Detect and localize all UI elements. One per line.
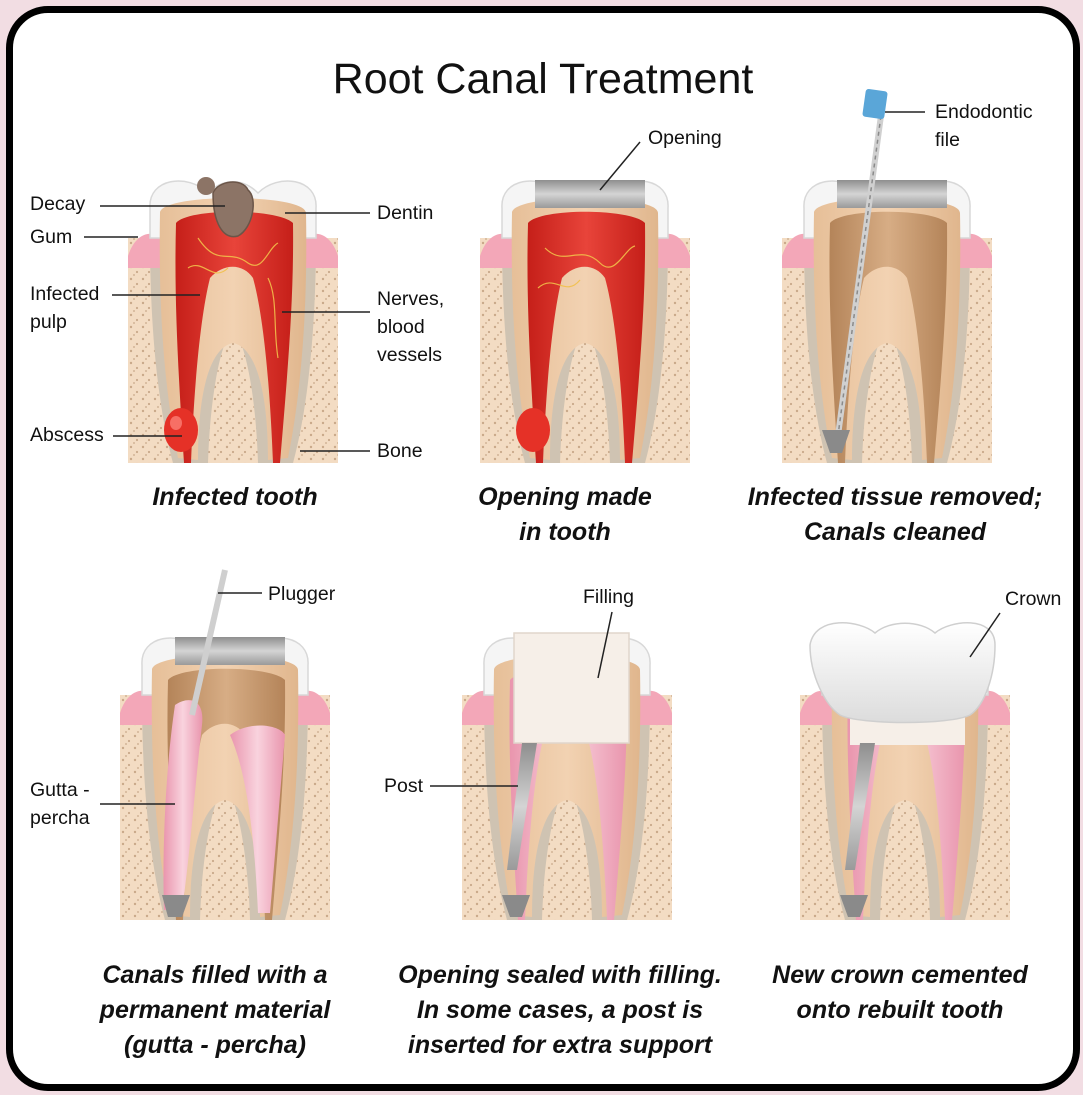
panel-infected-tooth	[128, 177, 338, 463]
label-line: pulp	[30, 308, 99, 336]
caption-opening-sealed: Opening sealed with filling. In some cas…	[380, 958, 740, 1063]
panel-canals-filled	[120, 570, 330, 920]
caption-line: Canals cleaned	[730, 515, 1060, 550]
label-infected-pulp: Infected pulp	[30, 280, 99, 336]
caption-line: (gutta - percha)	[75, 1028, 355, 1063]
label-abscess: Abscess	[30, 421, 104, 449]
caption-line: Canals filled with a	[75, 958, 355, 993]
caption-infected-tooth: Infected tooth	[110, 480, 360, 515]
label-nerves-blood-vessels: Nerves, blood vessels	[377, 285, 444, 369]
label-bone: Bone	[377, 437, 423, 465]
panel-opening-made	[480, 180, 690, 463]
label-line: blood	[377, 313, 444, 341]
caption-line: In some cases, a post is	[380, 993, 740, 1028]
label-line: percha	[30, 804, 90, 832]
label-line: Gutta -	[30, 776, 90, 804]
label-line: Nerves,	[377, 285, 444, 313]
label-filling: Filling	[583, 583, 634, 611]
caption-line: Infected tooth	[110, 480, 360, 515]
label-line: Endodontic	[935, 98, 1033, 126]
label-dentin: Dentin	[377, 199, 433, 227]
label-gutta-percha: Gutta - percha	[30, 776, 90, 832]
caption-line: New crown cemented	[755, 958, 1045, 993]
label-post: Post	[384, 772, 423, 800]
caption-opening-made: Opening made in tooth	[455, 480, 675, 550]
caption-new-crown: New crown cemented onto rebuilt tooth	[755, 958, 1045, 1028]
caption-tissue-removed: Infected tissue removed; Canals cleaned	[730, 480, 1060, 550]
caption-line: Infected tissue removed;	[730, 480, 1060, 515]
caption-canals-filled: Canals filled with a permanent material …	[75, 958, 355, 1063]
caption-line: Opening made	[455, 480, 675, 515]
label-opening: Opening	[648, 124, 722, 152]
label-decay: Decay	[30, 190, 85, 218]
label-endodontic-file: Endodontic file	[935, 98, 1033, 154]
label-line: file	[935, 126, 1033, 154]
panel-opening-sealed	[462, 633, 672, 920]
caption-line: inserted for extra support	[380, 1028, 740, 1063]
caption-line: in tooth	[455, 515, 675, 550]
label-line: Infected	[30, 280, 99, 308]
label-crown: Crown	[1005, 585, 1061, 613]
caption-line: Opening sealed with filling.	[380, 958, 740, 993]
label-line: vessels	[377, 341, 444, 369]
caption-line: onto rebuilt tooth	[755, 993, 1045, 1028]
label-gum: Gum	[30, 223, 72, 251]
panel-new-crown	[800, 623, 1010, 920]
label-plugger: Plugger	[268, 580, 335, 608]
caption-line: permanent material	[75, 993, 355, 1028]
